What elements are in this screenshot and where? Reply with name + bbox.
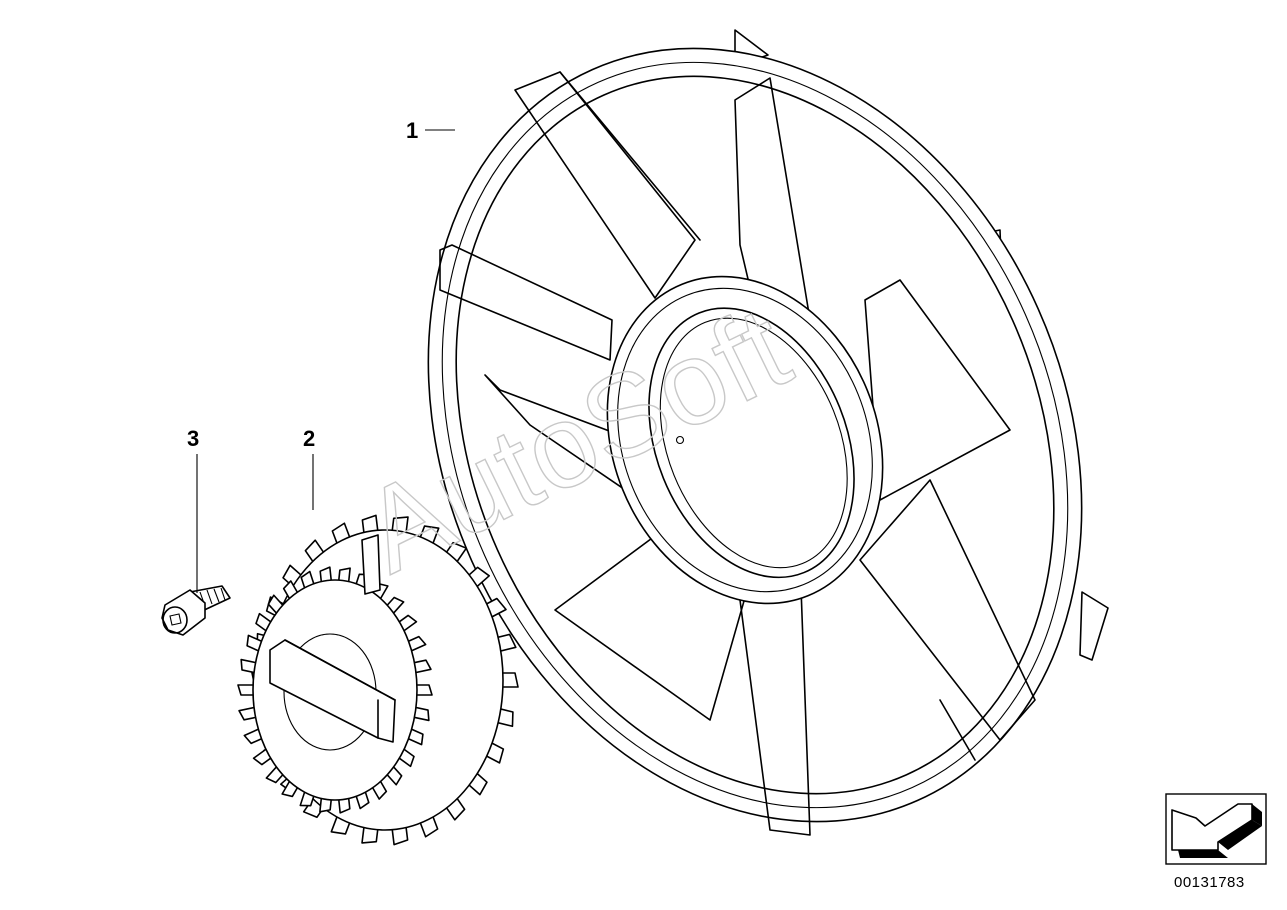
svg-text:3: 3 — [187, 426, 199, 451]
fan-clutch[interactable] — [237, 514, 519, 846]
svg-text:2: 2 — [303, 426, 315, 451]
fan-wheel[interactable] — [309, 0, 1201, 910]
socket-head-screw[interactable] — [161, 585, 231, 636]
callout-1[interactable]: 1 — [406, 118, 455, 143]
callout-2[interactable]: 2 — [303, 426, 315, 510]
svg-text:1: 1 — [406, 118, 418, 143]
arrow-down-left-icon[interactable] — [1165, 793, 1267, 865]
callout-3[interactable]: 3 — [187, 426, 199, 593]
document-number: 00131783 — [1174, 874, 1245, 891]
